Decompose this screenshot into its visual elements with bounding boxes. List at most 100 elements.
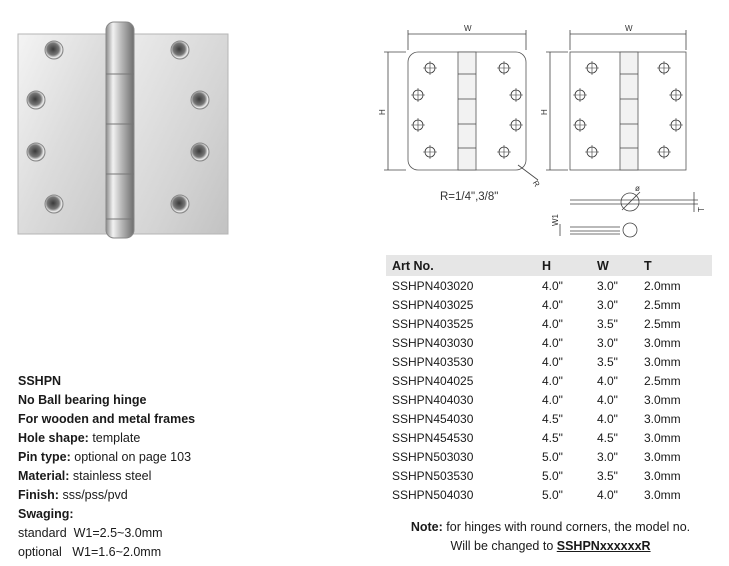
cell-h: 4.5" — [542, 430, 563, 445]
swaging-optional: optional W1=1.6~2.0mm — [18, 545, 162, 559]
cell-t: 2.5mm — [644, 316, 681, 331]
cell-w: 3.0" — [597, 297, 618, 312]
phi-label: ø — [635, 184, 640, 193]
hole-shape-row: Hole shape: template — [18, 429, 268, 448]
cell-h: 5.0" — [542, 487, 563, 502]
cell-art-no: SSHPN504030 — [392, 487, 474, 502]
cell-w: 4.0" — [597, 373, 618, 388]
cell-t: 2.0mm — [644, 278, 681, 293]
table-row: SSHPN403020 4.0" 3.0" 2.0mm — [386, 276, 712, 295]
pin-type-row: Pin type: optional on page 103 — [18, 448, 268, 467]
finish-value: sss/pss/pvd — [58, 488, 128, 502]
swaging-standard: standard W1=2.5~3.0mm — [18, 526, 163, 540]
cell-w: 4.5" — [597, 430, 618, 445]
table-row: SSHPN454530 4.5" 4.5" 3.0mm — [386, 428, 712, 447]
cell-h: 4.0" — [542, 373, 563, 388]
cell-t: 2.5mm — [644, 297, 681, 312]
cell-t: 3.0mm — [644, 468, 681, 483]
desc-line-1: No Ball bearing hinge — [18, 393, 147, 407]
table-header-row: Art No. H W T — [386, 255, 712, 276]
cell-h: 4.0" — [542, 354, 563, 369]
cell-art-no: SSHPN454530 — [392, 430, 474, 445]
cell-h: 4.0" — [542, 335, 563, 350]
note-text-1: for hinges with round corners, the model… — [442, 520, 691, 534]
table-row: SSHPN403025 4.0" 3.0" 2.5mm — [386, 295, 712, 314]
table-row: SSHPN404030 4.0" 4.0" 3.0mm — [386, 390, 712, 409]
swaging-label: Swaging: — [18, 507, 74, 521]
cell-w: 3.0" — [597, 335, 618, 350]
hole-shape-value: template — [88, 431, 141, 445]
finish-row: Finish: sss/pss/pvd — [18, 486, 268, 505]
cell-h: 5.0" — [542, 468, 563, 483]
cell-art-no: SSHPN454030 — [392, 411, 474, 426]
header-t: T — [644, 255, 712, 276]
w-label-left: W — [464, 24, 472, 33]
radius-note: R=1/4",3/8" — [440, 191, 498, 203]
cell-t: 3.0mm — [644, 411, 681, 426]
table-row: SSHPN404025 4.0" 4.0" 2.5mm — [386, 371, 712, 390]
desc-line-2: For wooden and metal frames — [18, 412, 196, 426]
h-label-right: H — [540, 109, 549, 115]
pin-type-label: Pin type: — [18, 450, 71, 464]
cell-art-no: SSHPN403030 — [392, 335, 474, 350]
table-row: SSHPN503530 5.0" 3.5" 3.0mm — [386, 466, 712, 485]
cell-w: 3.0" — [597, 449, 618, 464]
cell-t: 3.0mm — [644, 392, 681, 407]
cell-w: 3.5" — [597, 468, 618, 483]
note-model: SSHPNxxxxxxR — [556, 539, 651, 553]
w-label-right: W — [625, 24, 633, 33]
cell-t: 3.0mm — [644, 354, 681, 369]
hinge-photo — [17, 21, 229, 239]
cell-h: 4.0" — [542, 316, 563, 331]
cell-w: 3.5" — [597, 316, 618, 331]
cell-h: 4.0" — [542, 297, 563, 312]
cell-w: 4.0" — [597, 392, 618, 407]
technical-drawings: W W H H R ø T W1 R=1/4",3/8" — [378, 24, 706, 238]
material-value: stainless steel — [69, 469, 152, 483]
table-row: SSHPN403525 4.0" 3.5" 2.5mm — [386, 314, 712, 333]
radius-leader — [517, 164, 539, 181]
header-h: H — [542, 255, 597, 276]
header-art-no: Art No. — [386, 255, 542, 276]
model-name: SSHPN — [18, 374, 62, 388]
cell-art-no: SSHPN403025 — [392, 297, 474, 312]
cell-t: 3.0mm — [644, 487, 681, 502]
t-label: T — [697, 207, 706, 212]
note-text-2: Will be changed to — [450, 539, 557, 553]
cell-art-no: SSHPN503530 — [392, 468, 474, 483]
cell-t: 2.5mm — [644, 373, 681, 388]
material-label: Material: — [18, 469, 70, 483]
pin-type-value: optional on page 103 — [70, 450, 192, 464]
h-label-left: H — [378, 109, 387, 115]
cell-h: 4.0" — [542, 392, 563, 407]
note-label: Note: — [410, 520, 443, 534]
spec-block: SSHPN No Ball bearing hinge For wooden a… — [18, 372, 268, 562]
cell-t: 3.0mm — [644, 449, 681, 464]
cell-h: 5.0" — [542, 449, 563, 464]
header-w: W — [597, 255, 644, 276]
cell-art-no: SSHPN503030 — [392, 449, 474, 464]
material-row: Material: stainless steel — [18, 467, 268, 486]
cell-w: 4.0" — [597, 487, 618, 502]
table-row: SSHPN403030 4.0" 3.0" 3.0mm — [386, 333, 712, 352]
cell-w: 3.0" — [597, 278, 618, 293]
table-row: SSHPN504030 5.0" 4.0" 3.0mm — [386, 485, 712, 504]
cell-art-no: SSHPN403525 — [392, 316, 474, 331]
w1-label: W1 — [551, 213, 560, 226]
table-row: SSHPN503030 5.0" 3.0" 3.0mm — [386, 447, 712, 466]
note: Note: for hinges with round corners, the… — [378, 518, 723, 556]
cell-t: 3.0mm — [644, 335, 681, 350]
cell-w: 3.5" — [597, 354, 618, 369]
finish-label: Finish: — [18, 488, 59, 502]
cell-h: 4.0" — [542, 278, 563, 293]
cell-art-no: SSHPN404030 — [392, 392, 474, 407]
r-label: R — [531, 179, 542, 189]
hole-shape-label: Hole shape: — [18, 431, 89, 445]
cell-h: 4.5" — [542, 411, 563, 426]
cell-art-no: SSHPN404025 — [392, 373, 474, 388]
cell-art-no: SSHPN403020 — [392, 278, 474, 293]
cell-t: 3.0mm — [644, 430, 681, 445]
